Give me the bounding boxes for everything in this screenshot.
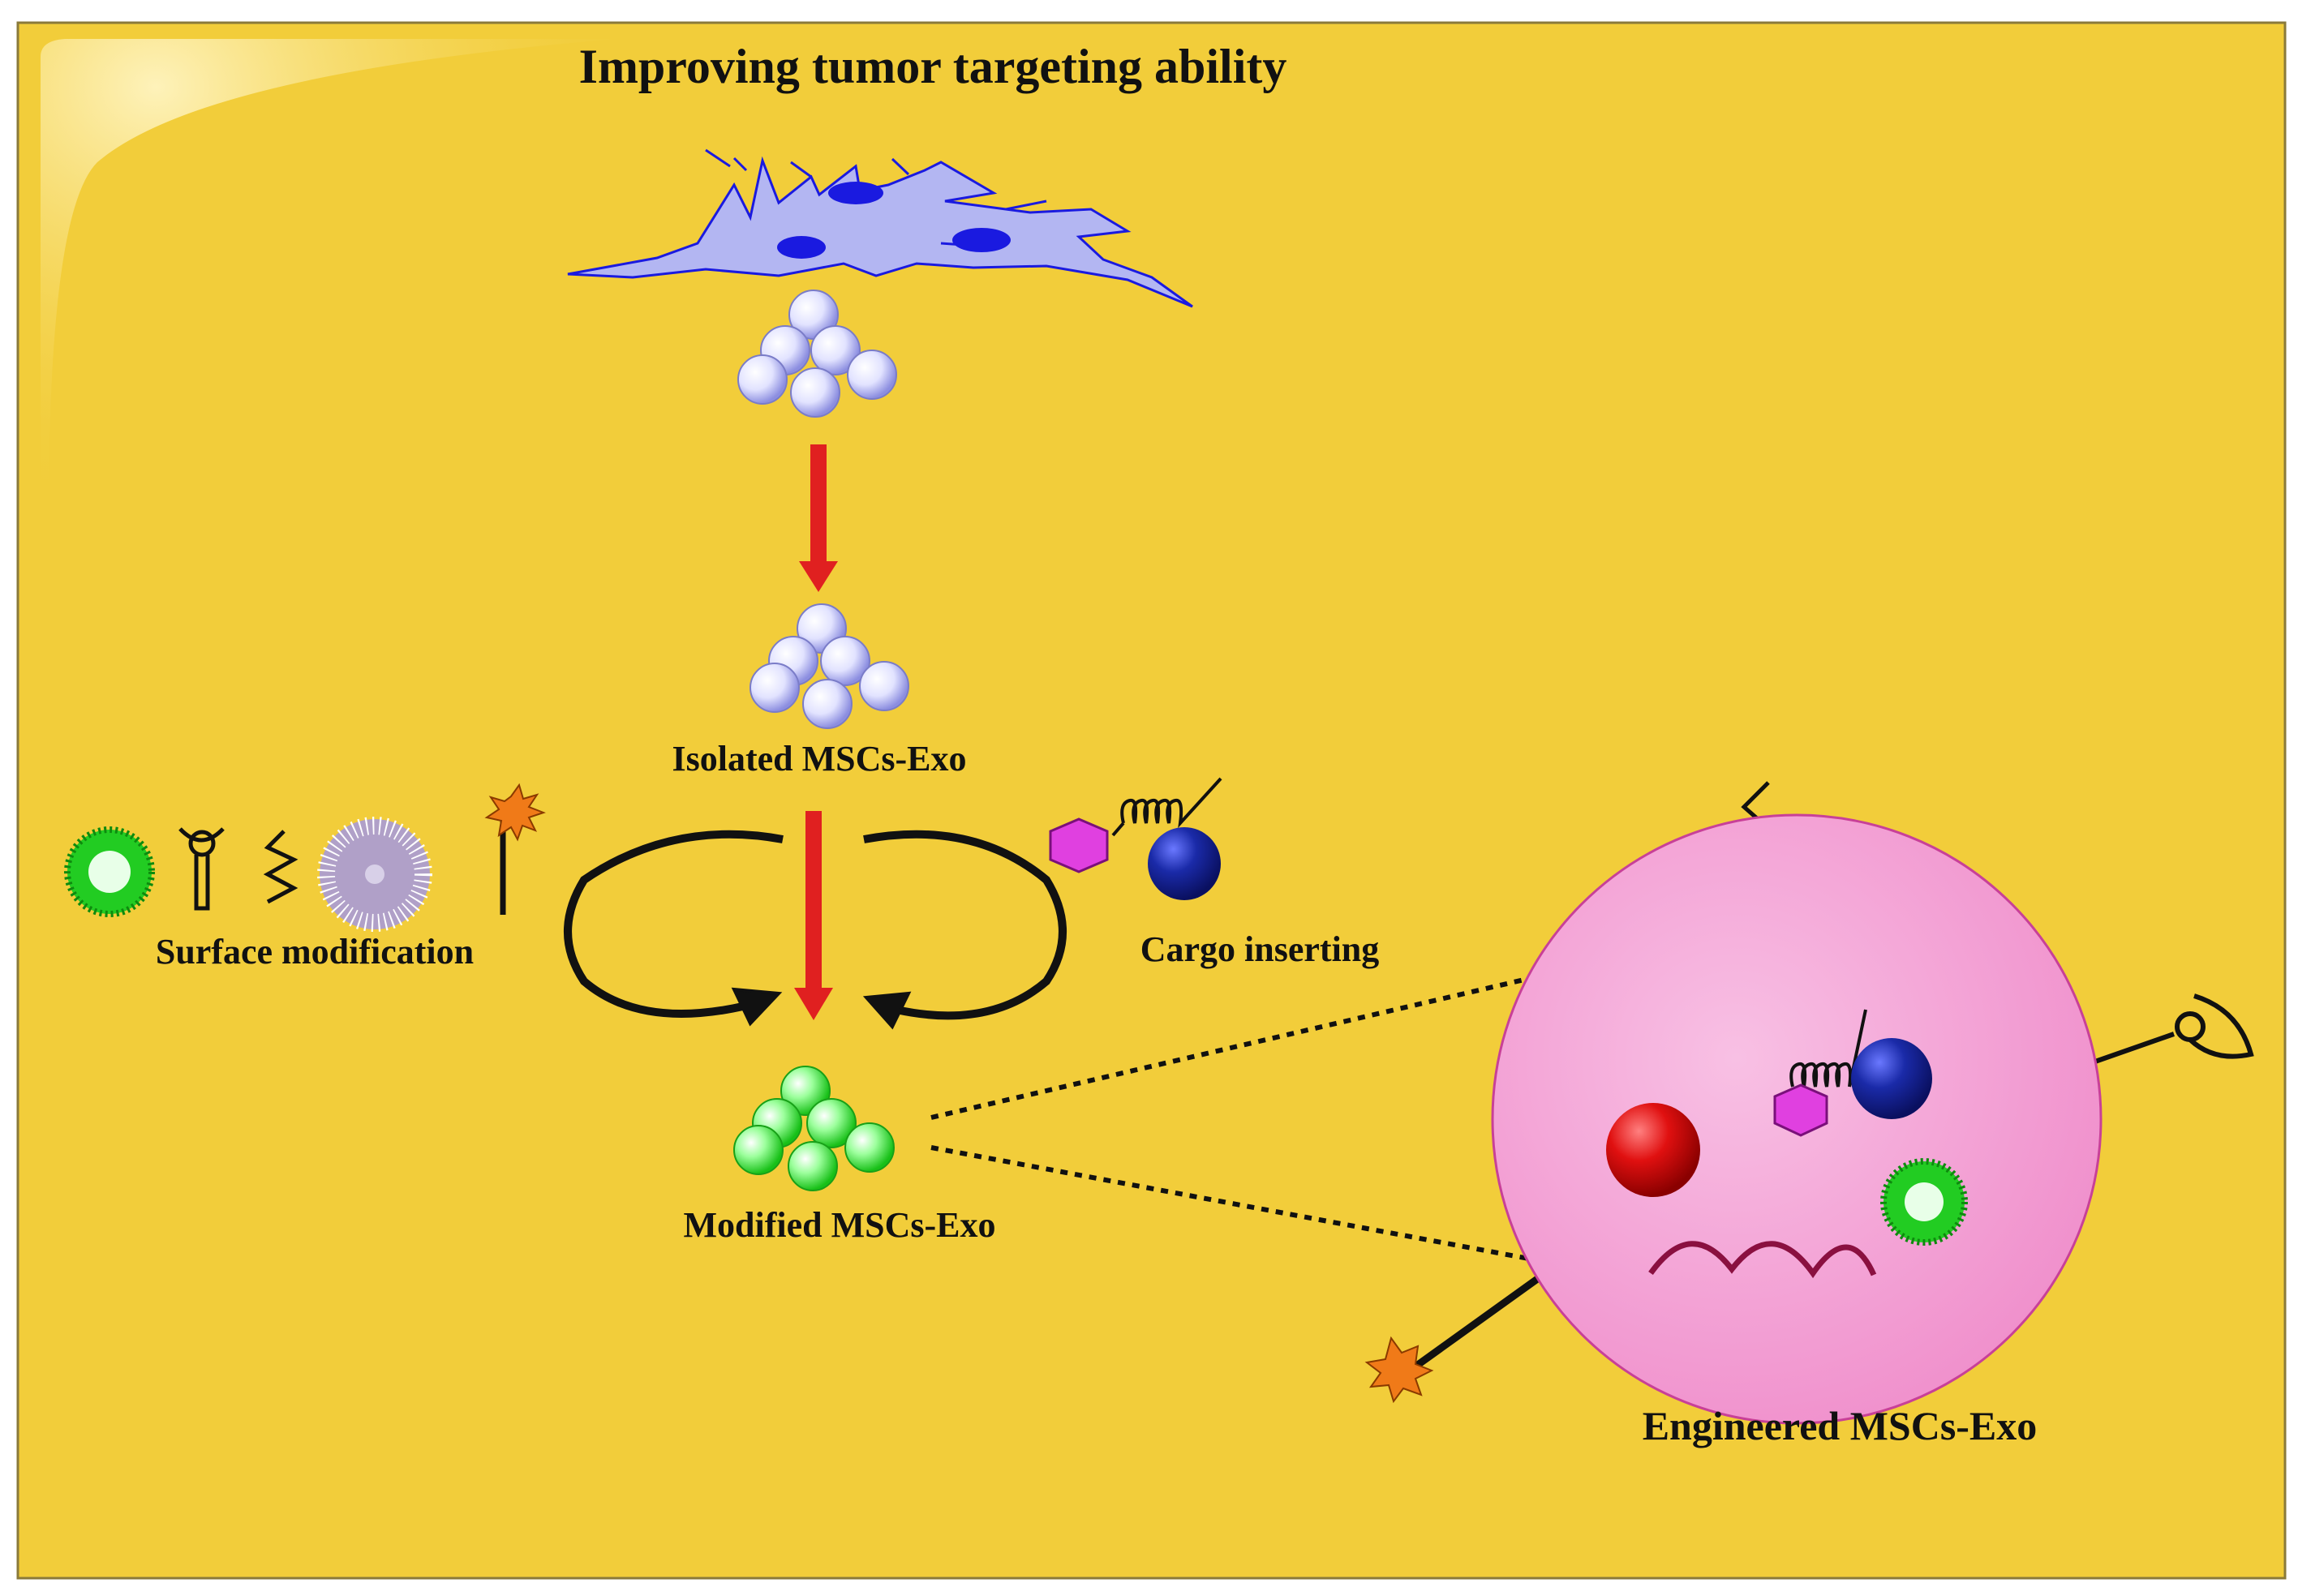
exosome-cluster-icon: [737, 290, 897, 418]
coil-peptide-icon: [1789, 1009, 1867, 1088]
nucleus-icon: [952, 228, 1011, 252]
exosome-cluster-icon: [750, 603, 909, 729]
cargo-inserting-label: Cargo inserting: [1140, 929, 1380, 969]
surface-cycle-arrow: [564, 830, 784, 1027]
green-nanoparticle-icon: [64, 826, 155, 917]
engineered-exosome-icon: [1364, 781, 2254, 1425]
surface-modification-label: Surface modification: [156, 932, 474, 972]
blue-sphere-icon: [1851, 1038, 1932, 1119]
blue-sphere-icon: [1148, 827, 1221, 900]
modified-exosome-cluster-icon: [733, 1066, 895, 1191]
isolated-exo-label: Isolated MSCs-Exo: [672, 739, 966, 779]
rna-wave-icon: [1648, 1241, 1877, 1279]
antibody-ligand-icon: [2092, 993, 2254, 1065]
hexagon-drug-icon: [1049, 817, 1109, 873]
green-nanoparticle-icon: [1880, 1158, 1968, 1246]
process-arrow: [799, 444, 838, 592]
hexagon-drug-icon: [1773, 1083, 1828, 1137]
mesenchymal-stem-cell-icon: [567, 148, 1193, 308]
process-arrow: [794, 811, 833, 1020]
diagram-title: Improving tumor targeting ability: [579, 40, 1287, 93]
modified-exo-label: Modified MSCs-Exo: [684, 1205, 996, 1245]
zoom-line-top: [930, 967, 1570, 1120]
zigzag-peptide-icon: [263, 830, 299, 904]
cargo-cycle-arrow: [862, 830, 1067, 1030]
purple-nanoparticle-icon: [317, 817, 432, 932]
nucleus-icon: [777, 236, 826, 259]
red-sphere-icon: [1606, 1103, 1700, 1197]
coil-peptide-icon: [1111, 777, 1222, 837]
gloss-highlight: [41, 39, 616, 519]
star-probe-icon: [1364, 1266, 1553, 1404]
star-probe-icon: [484, 783, 546, 915]
engineered-exo-label: Engineered MSCs-Exo: [1643, 1403, 2038, 1448]
antibody-ligand-icon: [178, 827, 225, 911]
nucleus-icon: [828, 182, 883, 204]
